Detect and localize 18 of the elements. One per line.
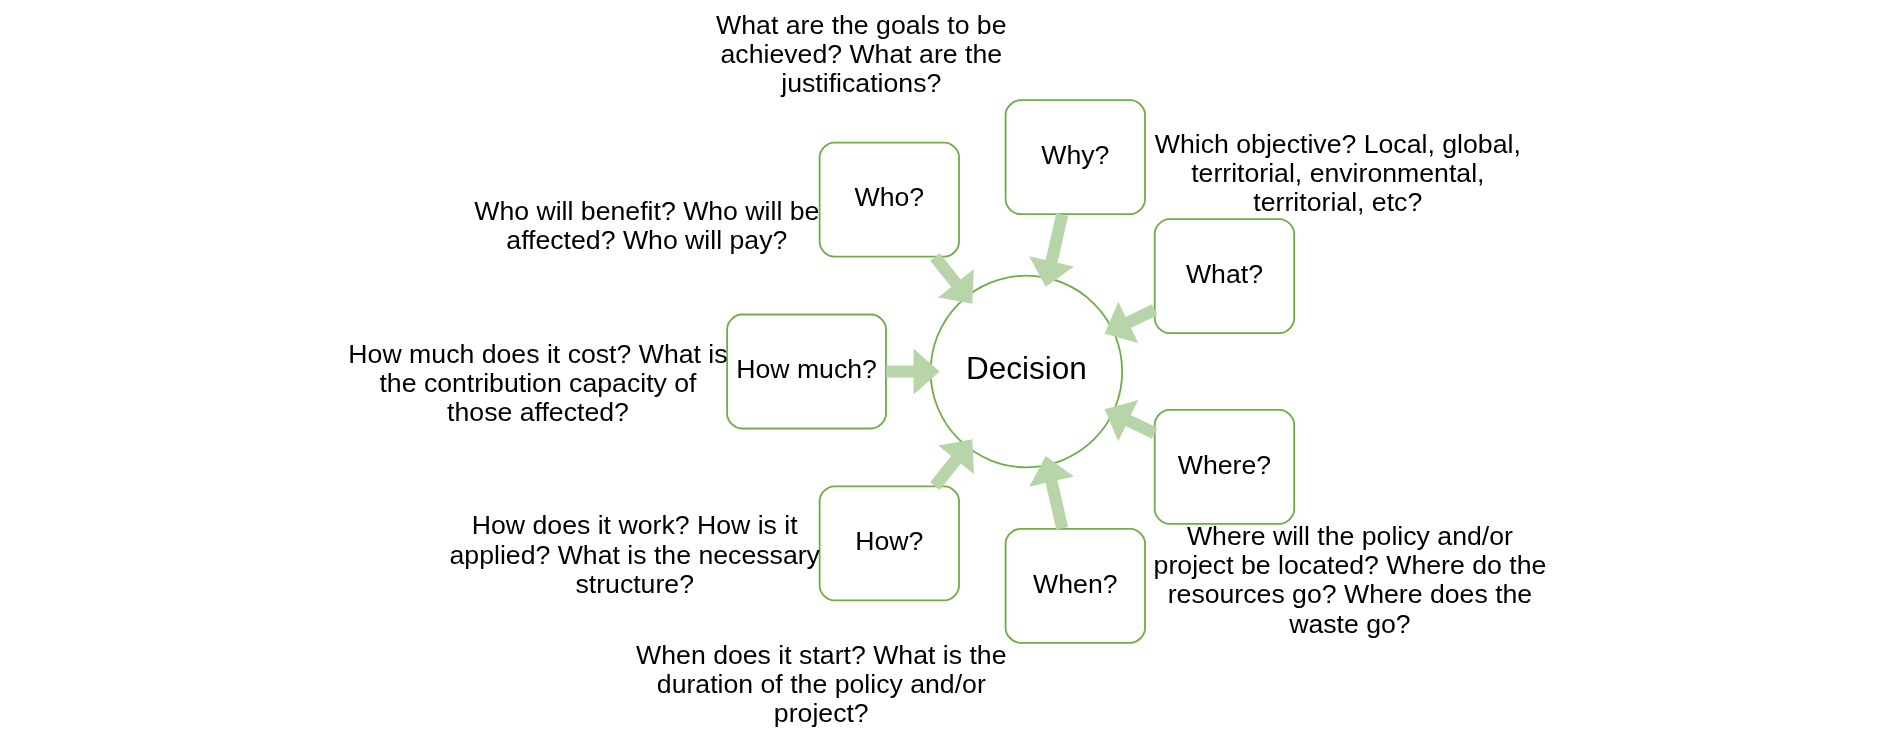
arrow: [1029, 456, 1074, 530]
arrow: [1029, 213, 1074, 287]
arrow: [1104, 399, 1158, 442]
node-label: What are the goals to be achieved? What are the justifications?: [716, 10, 1007, 99]
node-box: Who?: [818, 141, 960, 258]
node-label: Which objective? Local, global, territorial, environmental, territorial, etc?: [1154, 129, 1521, 218]
arrow: [930, 439, 974, 490]
node-label: When does it start? What is the duration of the policy and/or project?: [636, 640, 1007, 729]
node-box: What?: [1153, 218, 1296, 334]
node-circle: Decision: [929, 274, 1124, 469]
arrow: [930, 253, 974, 304]
arrow: [886, 348, 940, 395]
node-label: Who will benefit? Who will be affected? Who will pay?: [474, 195, 820, 255]
node-box: How much?: [726, 313, 887, 430]
node-box: Why?: [1004, 99, 1146, 216]
node-box: When?: [1004, 527, 1146, 644]
arrow: [1104, 301, 1158, 344]
node-box: Where?: [1153, 409, 1296, 525]
